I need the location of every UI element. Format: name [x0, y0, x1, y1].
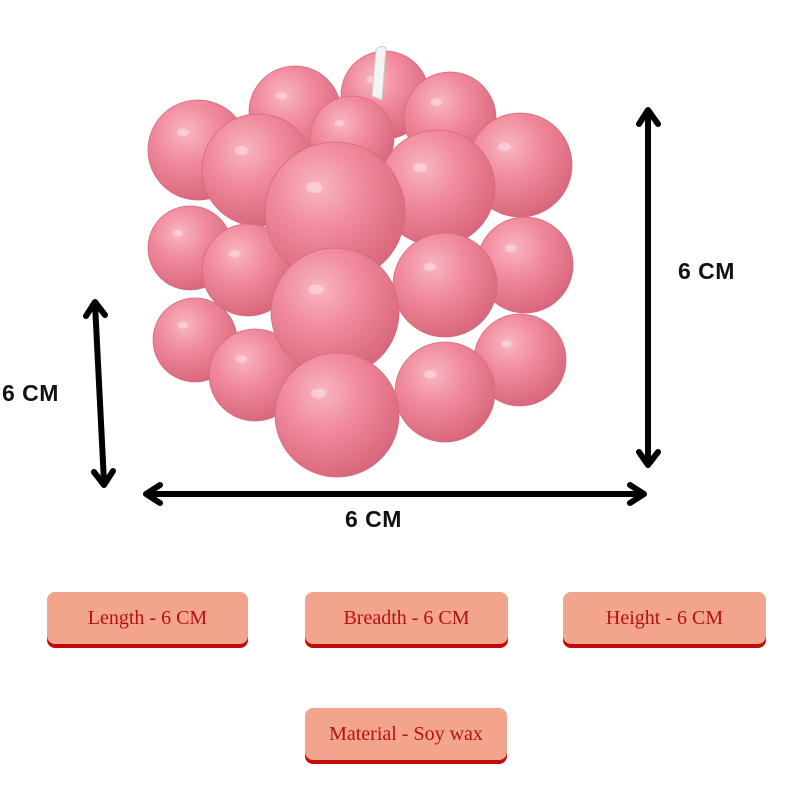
- bubble-highlight: [310, 388, 326, 399]
- bubble-highlight: [423, 262, 436, 271]
- bubble-highlight: [334, 119, 345, 127]
- bubble-highlight: [305, 181, 323, 194]
- left-height-arrow-icon: [83, 299, 116, 488]
- bubble-highlight: [424, 370, 436, 379]
- candle-bubble: [274, 352, 400, 478]
- bottom-width-arrow-icon: [143, 482, 647, 506]
- candle-bubble: [394, 341, 496, 443]
- bubble-highlight: [177, 128, 189, 137]
- bottom-dimension-label: 6 CM: [345, 506, 402, 532]
- bubble-highlight: [308, 284, 324, 295]
- product-illustration: [83, 45, 661, 506]
- bubble-highlight: [275, 92, 287, 100]
- left-dimension-label: 6 CM: [2, 380, 59, 406]
- candle-bubble: [392, 232, 498, 338]
- bubble-highlight: [234, 145, 248, 155]
- material-badge: Material - Soy wax: [305, 708, 507, 760]
- right-dimension-label: 6 CM: [678, 258, 735, 284]
- bubble-highlight: [500, 340, 512, 348]
- bubble-highlight: [228, 250, 240, 258]
- bubble-highlight: [498, 142, 511, 151]
- height-badge: Height - 6 CM: [563, 592, 766, 644]
- bubble-highlight: [412, 163, 427, 173]
- bubble-highlight: [504, 244, 517, 253]
- candle: [147, 45, 574, 478]
- right-height-arrow-icon: [636, 107, 661, 468]
- bubble-highlight: [177, 321, 188, 329]
- length-badge: Length - 6 CM: [47, 592, 248, 644]
- breadth-badge: Breadth - 6 CM: [305, 592, 508, 644]
- dimension-arrows: [83, 107, 661, 506]
- candle-wick: [371, 45, 387, 101]
- bubble-highlight: [172, 229, 183, 237]
- bubble-highlight: [235, 355, 247, 363]
- bubble-highlight: [430, 98, 442, 106]
